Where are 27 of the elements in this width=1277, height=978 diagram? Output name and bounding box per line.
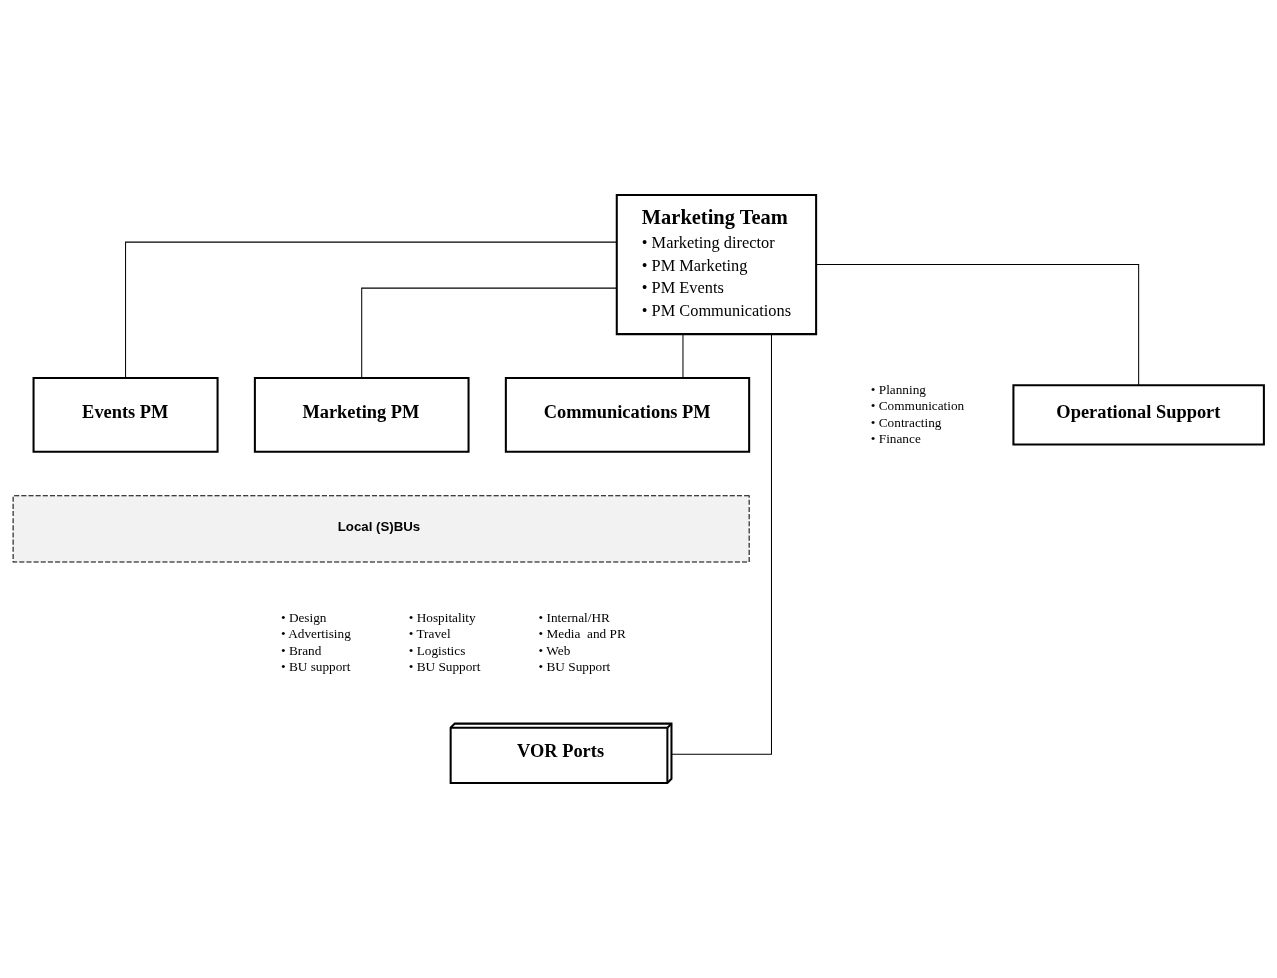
connector	[682, 333, 684, 379]
label: • Finance	[870, 430, 921, 446]
node-box: Local (S)BUs	[12, 495, 750, 563]
label: • Brand	[280, 642, 322, 658]
label: • Travel	[408, 626, 451, 642]
label: • Design	[280, 609, 327, 625]
label: • Web	[538, 642, 571, 658]
node-box: Marketing PM	[253, 377, 470, 453]
label: • BU support	[280, 658, 351, 674]
connector	[815, 264, 1140, 386]
label: • BU Support	[538, 658, 611, 674]
node-box: Operational Support	[1012, 384, 1265, 446]
connector	[125, 241, 618, 379]
node-box: Marketing Team • Marketing director • PM Marketing • PM Events • PM Communications	[615, 194, 818, 336]
label: • Advertising	[280, 626, 351, 642]
label: • Contracting	[870, 414, 942, 430]
label: • Internal/HR	[538, 609, 610, 625]
label: • Logistics	[408, 642, 466, 658]
label: • Planning	[870, 381, 926, 397]
node-box: Communications PM	[504, 377, 751, 453]
label: • Media and PR	[538, 626, 626, 642]
connector	[361, 287, 618, 379]
connector	[671, 333, 772, 755]
label: • Hospitality	[408, 609, 476, 625]
label: • Communication	[870, 398, 965, 414]
label: • BU Support	[408, 658, 481, 674]
node-box: Events PM	[32, 377, 219, 453]
